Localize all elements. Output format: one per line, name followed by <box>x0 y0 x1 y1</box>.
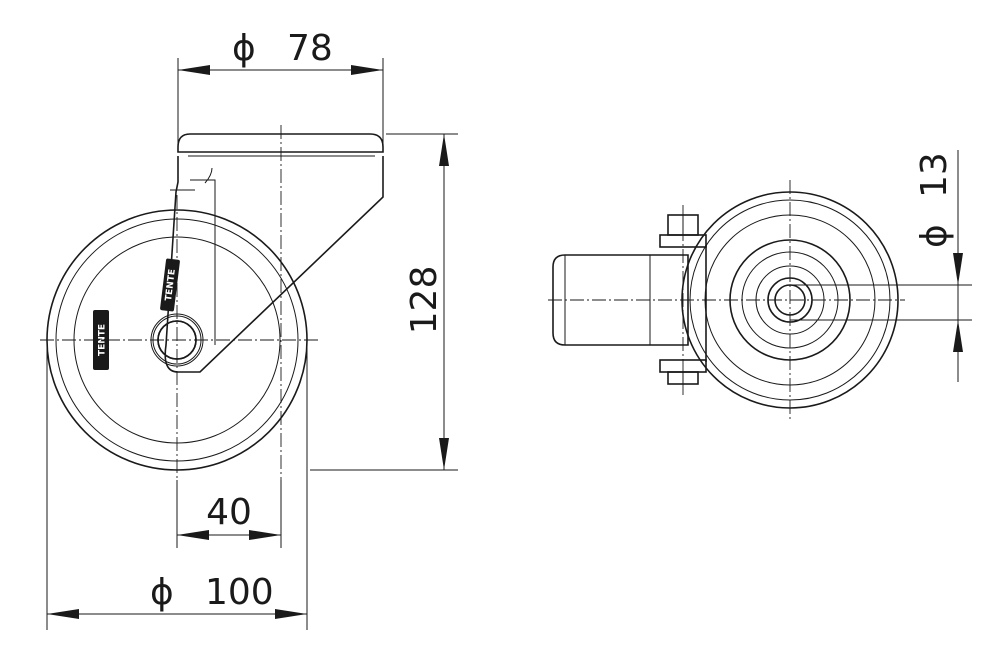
dim-100-symbol: ϕ <box>150 572 174 613</box>
brand-label-fork: TENTE <box>164 269 178 302</box>
dimension-offset: 40 <box>176 480 282 548</box>
dim-13-symbol: ϕ <box>914 224 955 248</box>
brand-plate-fork: TENTE <box>160 258 180 312</box>
dim-100-value: 100 <box>205 572 274 613</box>
dim-40-value: 40 <box>206 492 252 533</box>
dimension-flange-diameter: ϕ 78 <box>177 28 384 145</box>
front-view <box>548 180 905 420</box>
dim-78-symbol: ϕ <box>232 28 256 69</box>
side-view: TENTE TENTE <box>40 125 384 480</box>
swivel-bracket <box>150 133 384 373</box>
dim-13-value: 13 <box>914 152 955 198</box>
dimension-overall-height: 128 <box>310 133 458 471</box>
dimension-bolt-hole: ϕ 13 <box>790 150 972 382</box>
dim-128-value: 128 <box>404 266 445 335</box>
dim-78-value: 78 <box>287 28 333 69</box>
dimension-wheel-diameter: ϕ 100 <box>46 345 308 630</box>
